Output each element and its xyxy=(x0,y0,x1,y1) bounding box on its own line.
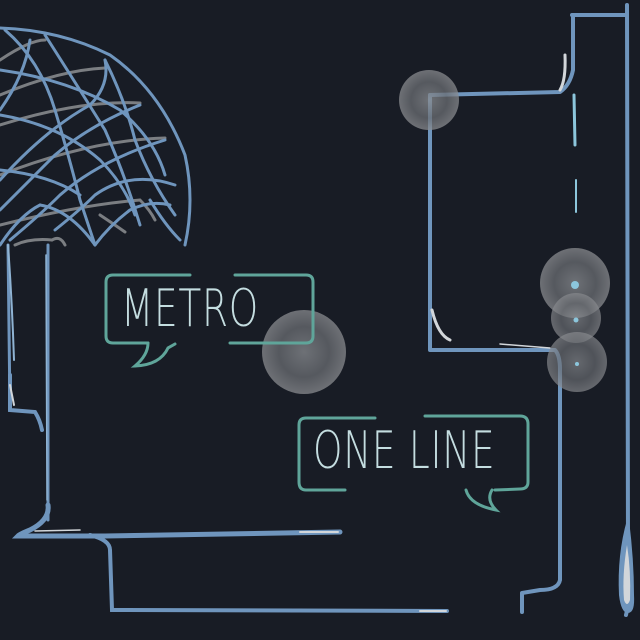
geodesic-dome-icon xyxy=(0,26,192,522)
speech-bubble-icon xyxy=(104,273,315,368)
track-left xyxy=(8,373,449,613)
speech-bubble-icon xyxy=(297,414,530,513)
track-right xyxy=(428,3,635,617)
title-one-line: ONE LINE xyxy=(313,421,496,481)
circle-marker-icon xyxy=(262,70,610,394)
title-metro: METRO xyxy=(121,279,259,339)
